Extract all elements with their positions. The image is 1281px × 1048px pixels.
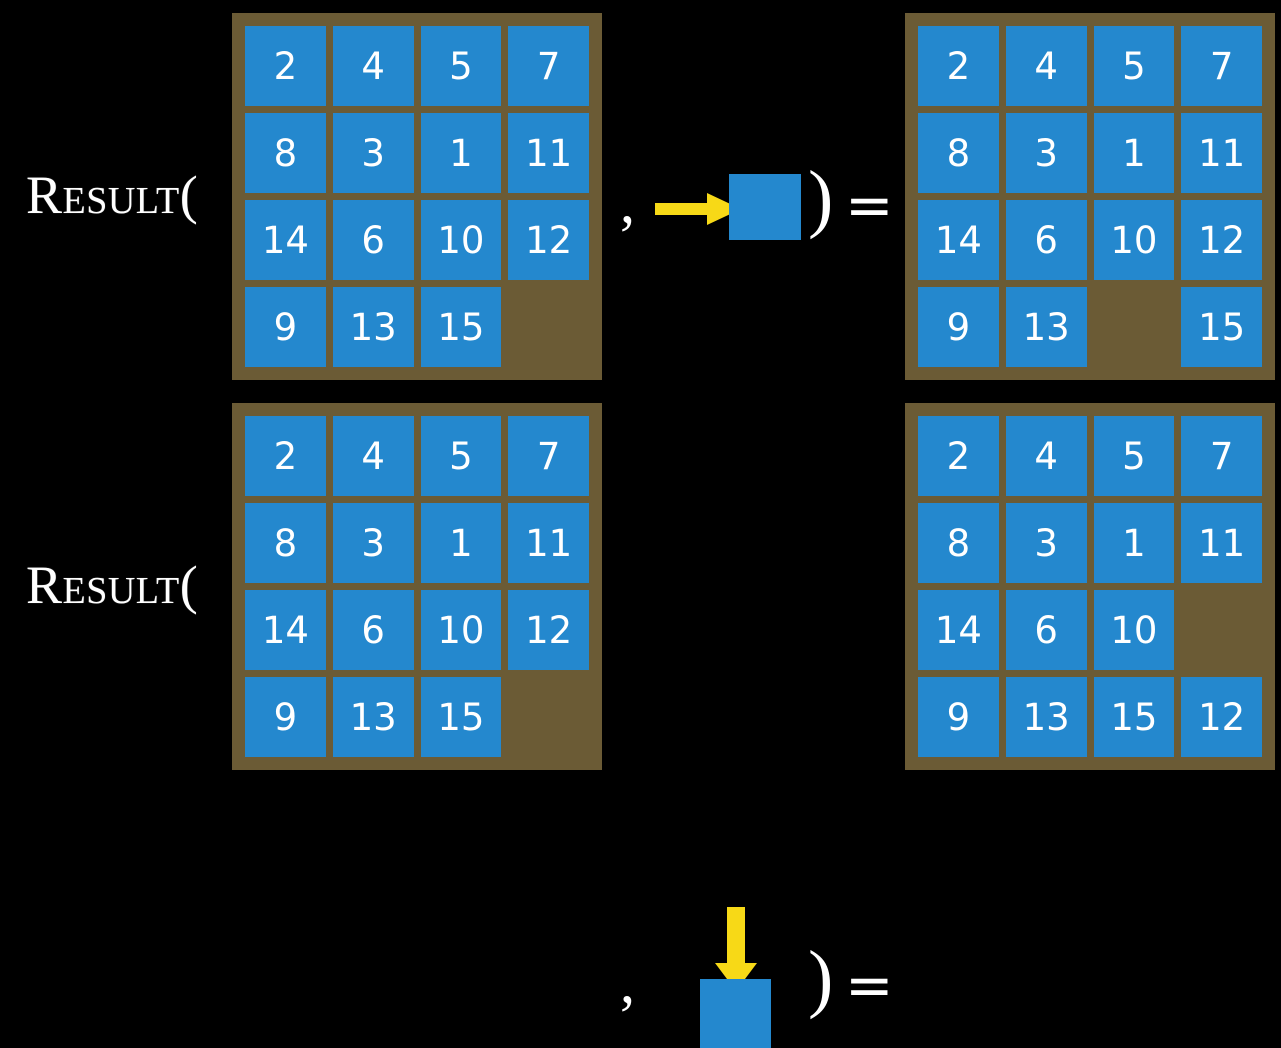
tile[interactable]: 7 <box>508 416 589 496</box>
tile[interactable]: 10 <box>420 200 502 280</box>
tile[interactable]: 4 <box>1005 26 1087 106</box>
tile[interactable]: 11 <box>508 113 589 193</box>
tile[interactable]: 1 <box>1093 113 1175 193</box>
tile[interactable]: 14 <box>245 200 326 280</box>
tile[interactable]: 9 <box>245 287 326 367</box>
arrow-right-icon <box>655 193 741 225</box>
input-board-top: 2 4 5 7 8 3 1 11 14 6 10 12 9 13 15 <box>232 13 602 380</box>
tile[interactable]: 5 <box>1093 26 1175 106</box>
tile[interactable]: 1 <box>1093 503 1175 583</box>
empty-cell <box>508 287 589 367</box>
tile[interactable]: 2 <box>918 416 999 496</box>
output-board-bottom: 2 4 5 7 8 3 1 11 14 6 10 9 13 15 12 <box>905 403 1275 770</box>
board-grid: 2 4 5 7 8 3 1 11 14 6 10 12 9 13 15 <box>245 26 589 367</box>
tile[interactable]: 14 <box>918 200 999 280</box>
equals-sign-top: = <box>845 171 894 239</box>
result-label-bottom: Result( <box>26 555 199 615</box>
tile[interactable]: 8 <box>918 113 999 193</box>
tile[interactable]: 11 <box>1181 113 1262 193</box>
tile[interactable]: 13 <box>1005 677 1087 757</box>
tile[interactable]: 15 <box>1093 677 1175 757</box>
empty-cell <box>1094 287 1175 367</box>
output-board-top: 2 4 5 7 8 3 1 11 14 6 10 12 9 13 15 <box>905 13 1275 380</box>
result-label-top: Result( <box>26 165 199 225</box>
tile[interactable]: 2 <box>245 416 326 496</box>
tile[interactable]: 9 <box>245 677 326 757</box>
tile[interactable]: 6 <box>332 590 414 670</box>
tile[interactable]: 3 <box>1005 503 1087 583</box>
close-paren-top: ) <box>808 156 834 240</box>
tile[interactable]: 12 <box>1181 200 1262 280</box>
tile[interactable]: 8 <box>245 503 326 583</box>
tile[interactable]: 7 <box>1181 416 1262 496</box>
tile[interactable]: 4 <box>1005 416 1087 496</box>
equation-row-bottom: Result( 2 4 5 7 8 3 1 11 14 6 10 12 9 13… <box>0 390 1281 1048</box>
tile[interactable]: 13 <box>332 677 414 757</box>
tile[interactable]: 13 <box>1005 287 1087 367</box>
tile[interactable]: 15 <box>420 287 502 367</box>
tile[interactable]: 5 <box>420 26 502 106</box>
tile[interactable]: 4 <box>332 416 414 496</box>
tile[interactable]: 11 <box>1181 503 1262 583</box>
close-paren-bottom: ) <box>808 936 834 1020</box>
tile[interactable]: 15 <box>420 677 502 757</box>
tile[interactable]: 6 <box>1005 590 1087 670</box>
tile[interactable]: 3 <box>1005 113 1087 193</box>
tile[interactable]: 7 <box>1181 26 1262 106</box>
tile[interactable]: 6 <box>332 200 414 280</box>
tile[interactable]: 1 <box>420 113 502 193</box>
tile[interactable]: 2 <box>245 26 326 106</box>
tile[interactable]: 13 <box>332 287 414 367</box>
empty-cell <box>1181 590 1262 670</box>
comma-separator-bottom: , <box>620 949 635 1015</box>
blank-tile-icon <box>729 174 801 240</box>
tile[interactable]: 14 <box>918 590 999 670</box>
tile[interactable]: 4 <box>332 26 414 106</box>
equals-sign-bottom: = <box>845 951 894 1019</box>
tile[interactable]: 8 <box>918 503 999 583</box>
board-grid: 2 4 5 7 8 3 1 11 14 6 10 9 13 15 12 <box>918 416 1262 757</box>
tile[interactable]: 5 <box>420 416 502 496</box>
tile[interactable]: 3 <box>332 503 414 583</box>
tile[interactable]: 5 <box>1093 416 1175 496</box>
input-board-bottom: 2 4 5 7 8 3 1 11 14 6 10 12 9 13 15 <box>232 403 602 770</box>
tile[interactable]: 6 <box>1005 200 1087 280</box>
board-grid: 2 4 5 7 8 3 1 11 14 6 10 12 9 13 15 <box>918 26 1262 367</box>
board-grid: 2 4 5 7 8 3 1 11 14 6 10 12 9 13 15 <box>245 416 589 757</box>
tile[interactable]: 12 <box>508 590 589 670</box>
tile[interactable]: 9 <box>918 287 999 367</box>
tile[interactable]: 3 <box>332 113 414 193</box>
equation-row-top: Result( 2 4 5 7 8 3 1 11 14 6 10 12 9 13… <box>0 0 1281 390</box>
blank-tile-icon <box>700 979 771 1048</box>
tile[interactable]: 1 <box>420 503 502 583</box>
tile[interactable]: 7 <box>508 26 589 106</box>
tile[interactable]: 10 <box>420 590 502 670</box>
tile[interactable]: 14 <box>245 590 326 670</box>
tile[interactable]: 10 <box>1093 590 1175 670</box>
tile[interactable]: 8 <box>245 113 326 193</box>
empty-cell <box>508 677 589 757</box>
tile[interactable]: 12 <box>1181 677 1262 757</box>
tile[interactable]: 12 <box>508 200 589 280</box>
tile[interactable]: 2 <box>918 26 999 106</box>
comma-separator-top: , <box>620 169 635 235</box>
tile[interactable]: 15 <box>1181 287 1262 367</box>
tile[interactable]: 11 <box>508 503 589 583</box>
tile[interactable]: 9 <box>918 677 999 757</box>
tile[interactable]: 10 <box>1093 200 1175 280</box>
